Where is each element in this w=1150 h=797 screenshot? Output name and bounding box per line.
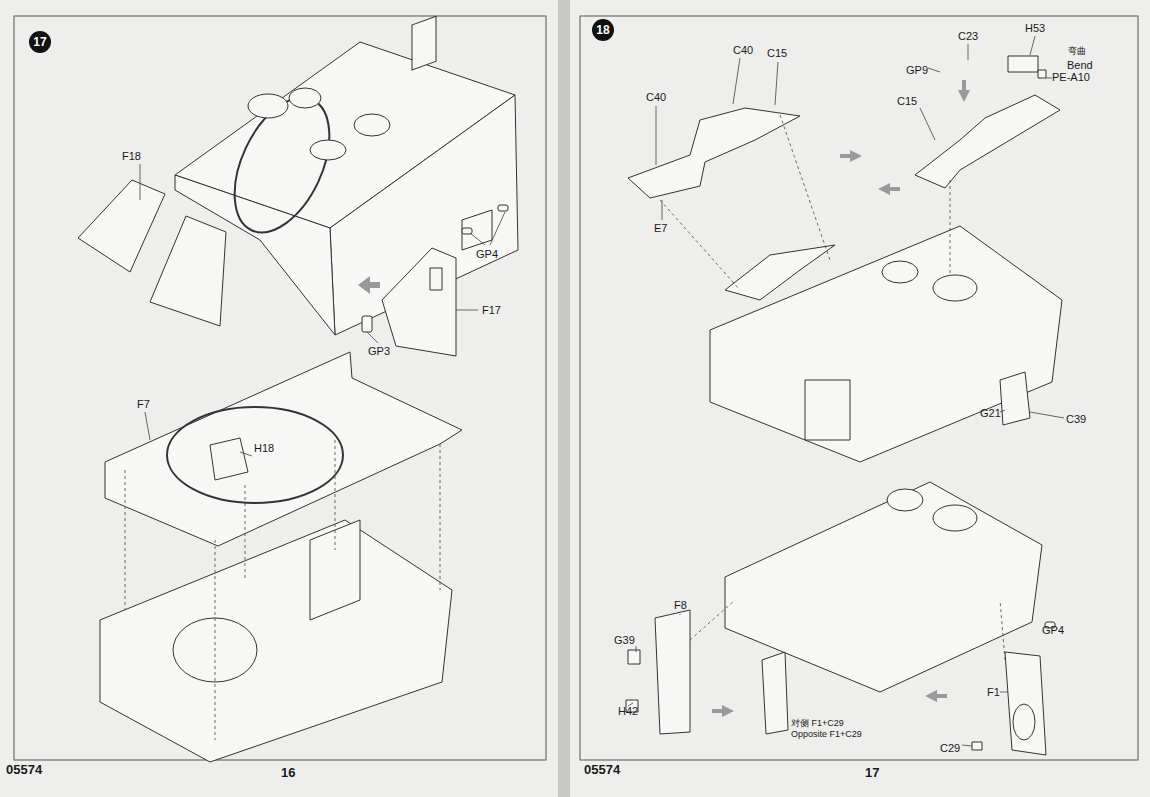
hull-top: [710, 226, 1062, 462]
part-number: C29: [940, 742, 960, 754]
hatch: [882, 261, 918, 283]
page-number: 17: [865, 766, 879, 780]
page-number: 16: [281, 766, 295, 780]
part-number: C23: [958, 30, 978, 42]
bracket: [210, 438, 248, 480]
armor-panel: [762, 652, 788, 734]
part-number: G21: [980, 407, 1001, 419]
part-number: C39: [1066, 413, 1086, 425]
small-part: [498, 205, 508, 211]
note: 对侧 F1+C29: [791, 719, 844, 729]
armor-panel: [382, 248, 456, 356]
hatch: [248, 94, 288, 118]
part-number: GP4: [476, 248, 498, 260]
kit-number: 05574: [584, 763, 620, 777]
ring: [1013, 704, 1035, 740]
turret-ring: [215, 83, 348, 247]
part-number: F7: [137, 398, 150, 410]
hatch: [354, 114, 390, 136]
kit-number: 05574: [6, 763, 42, 777]
left-page: [0, 0, 560, 797]
small-part: [628, 650, 640, 664]
part-number: C15: [767, 47, 787, 59]
door: [412, 16, 436, 70]
hatch: [933, 505, 977, 531]
part-number: C40: [733, 44, 753, 56]
part-number: GP4: [1042, 624, 1064, 636]
part-number: F8: [674, 599, 687, 611]
fitting: [430, 268, 442, 290]
page-frame: [580, 16, 1138, 760]
roof-frame: [915, 95, 1060, 188]
right-page: [568, 0, 1150, 797]
door: [805, 380, 850, 440]
lower-hull: [100, 520, 452, 762]
part-number: F18: [122, 150, 141, 162]
part-number: G39: [614, 634, 635, 646]
part-number: H18: [254, 442, 274, 454]
armor-panel: [150, 216, 226, 326]
small-part: [362, 316, 372, 332]
part-number: F17: [482, 304, 501, 316]
part-number: H53: [1025, 22, 1045, 34]
gutter: [558, 0, 570, 797]
small-part: [972, 742, 982, 750]
hatch: [310, 140, 346, 160]
note: 弯曲: [1068, 47, 1086, 57]
armor-panel: [655, 610, 690, 734]
hatch: [887, 489, 923, 511]
roof-frame: [628, 108, 800, 198]
armor-panel: [78, 180, 165, 272]
hatch-panel: [462, 210, 492, 250]
hatch: [289, 88, 321, 108]
bracket: [1008, 56, 1038, 72]
part-number: C40: [646, 91, 666, 103]
note: Bend: [1067, 59, 1093, 71]
hatch: [933, 275, 977, 301]
part-number: E7: [654, 222, 667, 234]
part-number: H42: [618, 705, 638, 717]
part-number: C15: [897, 95, 917, 107]
roof-frame: [725, 245, 835, 300]
part-number: F1: [987, 686, 1000, 698]
part-number: GP3: [368, 345, 390, 357]
bulkhead: [310, 520, 360, 620]
part-number: PE-A10: [1052, 71, 1090, 83]
photo-etch: [1038, 70, 1046, 78]
note: Opposite F1+C29: [791, 730, 862, 740]
step-number: 17: [29, 31, 51, 53]
ring: [167, 407, 343, 503]
part-number: GP9: [906, 64, 928, 76]
armor-panel: [1005, 652, 1046, 755]
floor-plate: [105, 352, 462, 546]
step-number: 18: [592, 19, 614, 41]
hatch-door: [1000, 372, 1030, 425]
